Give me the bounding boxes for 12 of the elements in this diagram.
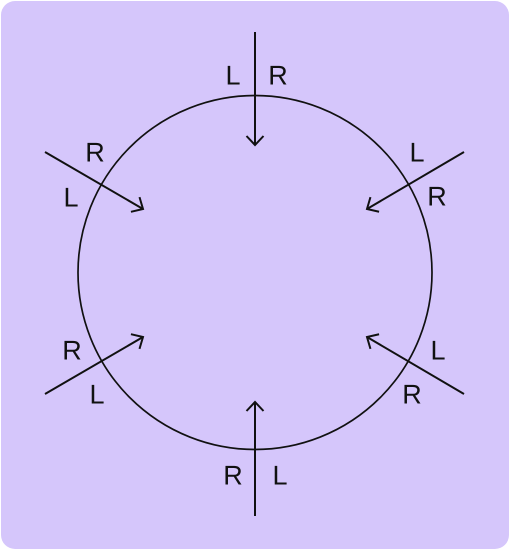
side-label: L xyxy=(89,382,105,408)
side-label: L xyxy=(63,184,79,212)
side-label: L xyxy=(409,140,425,166)
side-label: R xyxy=(223,462,243,490)
side-label: R xyxy=(402,382,422,408)
side-label: R xyxy=(85,140,105,166)
side-label: L xyxy=(272,462,288,490)
side-label: R xyxy=(427,184,447,210)
side-label: L xyxy=(430,338,446,364)
side-label: L xyxy=(225,62,241,90)
side-label: R xyxy=(62,338,82,364)
side-label: R xyxy=(268,62,288,90)
